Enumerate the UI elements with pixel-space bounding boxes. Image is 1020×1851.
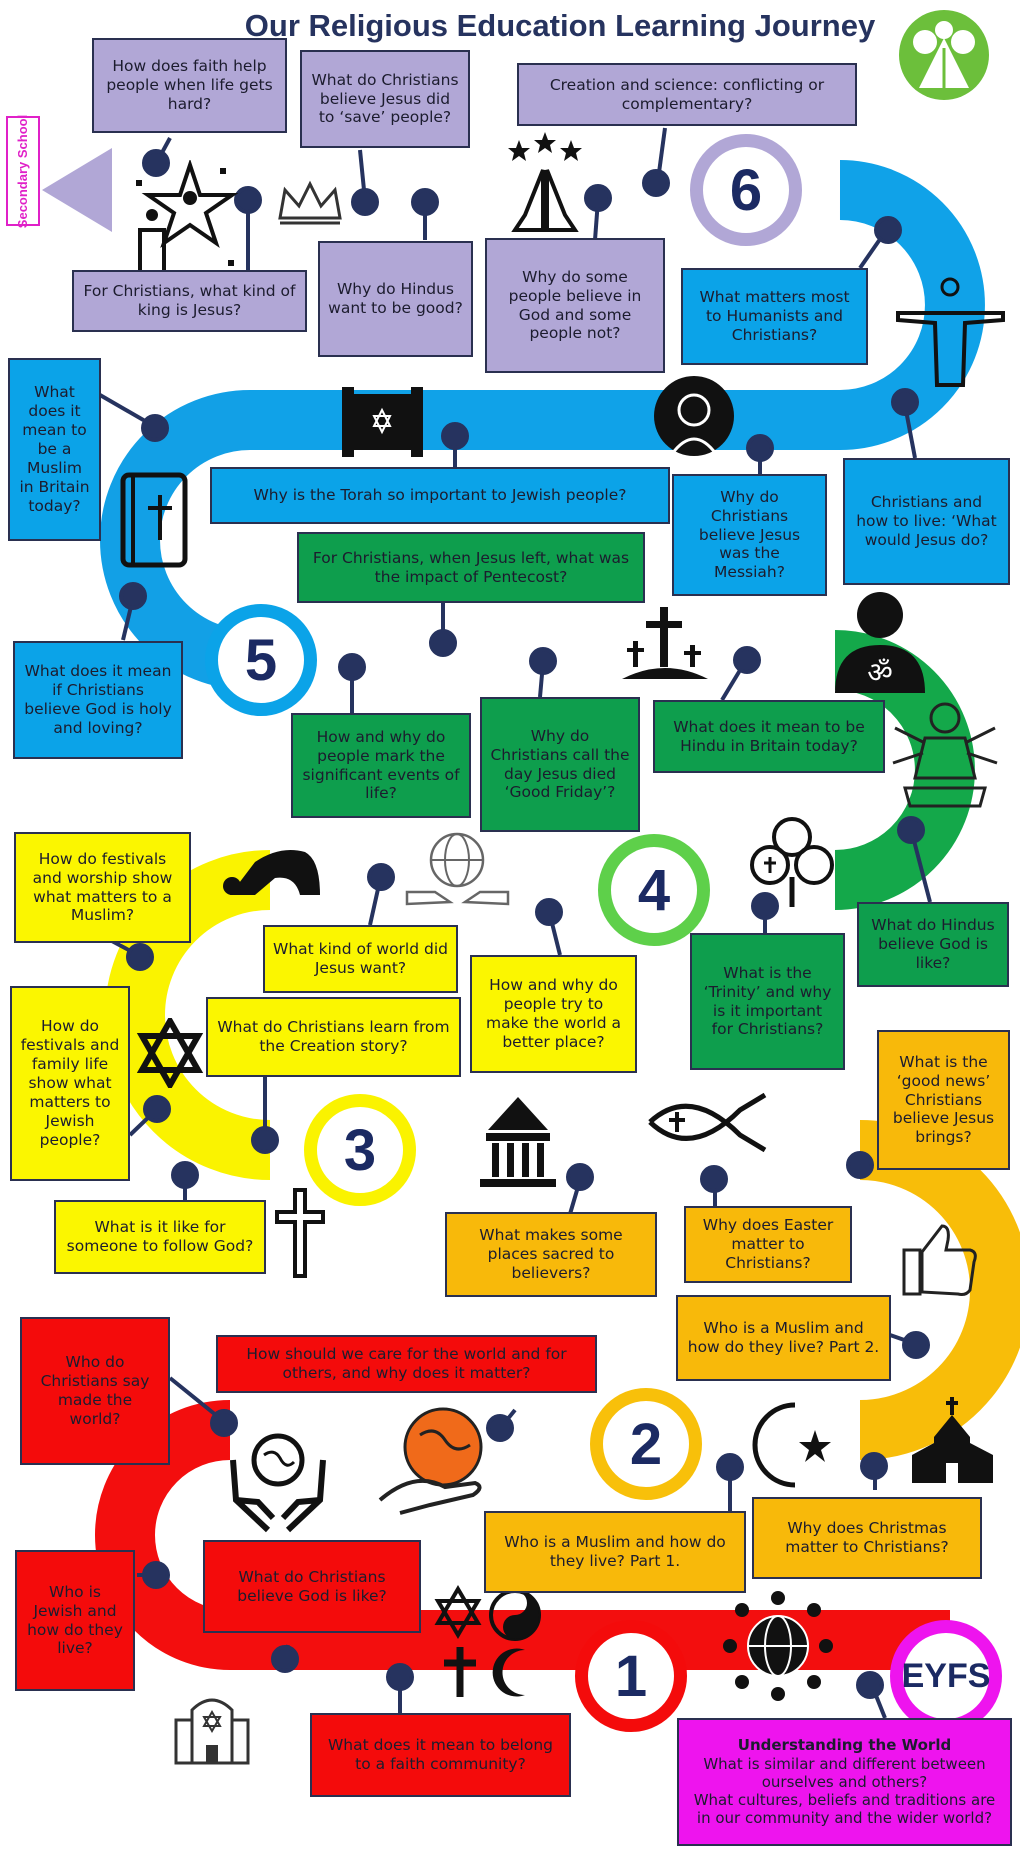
question-sacred-places: What makes some places sacred to believe… <box>445 1212 657 1297</box>
question-christmas: Why does Christmas matter to Christians? <box>752 1497 982 1579</box>
eyfs-line-1: What is similar and different between ou… <box>703 1754 986 1791</box>
question-festivals-muslim: How do festivals and worship show what m… <box>14 832 191 943</box>
person-star-icon <box>136 160 239 270</box>
hindu-deity-icon <box>892 702 998 808</box>
question-jesus-save: What do Christians believe Jesus did to … <box>300 50 470 148</box>
question-hindus-god: What do Hindus believe God is like? <box>857 902 1009 987</box>
christ-statue-icon <box>896 277 1005 387</box>
question-life-events: How and why do people mark the significa… <box>291 713 471 818</box>
church-icon <box>912 1397 993 1483</box>
question-god-like: What do Christians believe God is like? <box>203 1540 421 1633</box>
praying-hands-icon <box>508 132 582 232</box>
ichthys-fish-icon <box>648 1092 767 1153</box>
question-good-friday: Why do Christians call the day Jesus die… <box>480 697 640 832</box>
svg-text:ॐ: ॐ <box>867 656 893 689</box>
question-follow-god: What is it like for someone to follow Go… <box>54 1200 266 1274</box>
om-person-icon: ॐ <box>835 592 925 693</box>
trinity-shamrock-icon <box>750 817 834 907</box>
question-pentecost: For Christians, when Jesus left, what wa… <box>297 532 645 603</box>
question-king: For Christians, what kind of king is Jes… <box>72 270 307 332</box>
eyfs-understanding-world: Understanding the World What is similar … <box>677 1718 1012 1846</box>
prostrating-person-icon <box>223 849 320 895</box>
question-world-jesus: What kind of world did Jesus want? <box>263 925 458 993</box>
question-trinity: What is the ‘Trinity’ and why is it impo… <box>690 933 845 1070</box>
question-creation-story: What do Christians learn from the Creati… <box>206 997 461 1077</box>
question-muslim-part1: Who is a Muslim and how do they live? Pa… <box>484 1511 746 1593</box>
question-better-place: How and why do people try to make the wo… <box>470 955 637 1073</box>
crown-icon <box>278 180 342 225</box>
earth-in-hand-icon <box>378 1407 483 1515</box>
question-hindu-britain: What does it mean to be Hindu in Britain… <box>653 700 885 773</box>
people-globe-icon <box>723 1591 833 1701</box>
question-faith-community: What does it mean to belong to a faith c… <box>310 1713 571 1797</box>
eyfs-heading: Understanding the World <box>737 1736 952 1755</box>
question-care-world: How should we care for the world and for… <box>216 1335 597 1393</box>
cross-icon <box>275 1188 325 1278</box>
eyfs-line-2: What cultures, beliefs and traditions ar… <box>693 1791 996 1828</box>
question-humanists: What matters most to Humanists and Chris… <box>681 268 868 365</box>
question-messiah: Why do Christians believe Jesus was the … <box>672 474 827 596</box>
synagogue-icon <box>174 1698 250 1765</box>
question-holy-loving: What does it mean if Christians believe … <box>13 641 183 759</box>
question-creation-science: Creation and science: conflicting or com… <box>517 63 857 126</box>
question-faith-help: How does faith help people when life get… <box>92 38 287 133</box>
temple-icon <box>480 1097 556 1187</box>
question-torah: Why is the Torah so important to Jewish … <box>210 467 670 524</box>
world-hands-icon <box>405 832 510 906</box>
question-how-to-live: Christians and how to live: ‘What would … <box>843 458 1010 585</box>
page-title: Our Religious Education Learning Journey <box>244 8 876 43</box>
faith-symbols-icon <box>434 1585 541 1697</box>
question-festivals-jewish: How do festivals and family life show wh… <box>10 986 130 1181</box>
tree-logo-icon <box>899 10 989 100</box>
star-of-david-icon <box>136 1018 204 1088</box>
jesus-portrait-icon <box>654 376 734 456</box>
question-easter: Why does Easter matter to Christians? <box>684 1206 852 1283</box>
question-believe-god: Why do some people believe in God and so… <box>485 238 665 373</box>
secondary-school-label: Secondary School <box>6 114 40 228</box>
question-muslim-part2: Who is a Muslim and how do they live? Pa… <box>676 1295 891 1381</box>
question-jewish-live: Who is Jewish and how do they live? <box>15 1550 135 1691</box>
hands-globe-icon <box>230 1433 326 1533</box>
crescent-star-icon <box>752 1402 831 1488</box>
question-made-world: Who do Christians say made the world? <box>20 1317 170 1465</box>
thumbs-up-icon <box>902 1224 977 1296</box>
question-muslim-britain: What does it mean to be a Muslim in Brit… <box>8 358 101 541</box>
crosses-hill-icon <box>622 607 708 679</box>
torah-scroll-icon <box>342 387 423 457</box>
bible-icon <box>120 472 188 568</box>
question-hindus-good: Why do Hindus want to be good? <box>318 241 473 357</box>
question-good-news: What is the ‘good news’ Christians belie… <box>877 1030 1010 1170</box>
stage-2-badge: 2 <box>590 1388 702 1500</box>
